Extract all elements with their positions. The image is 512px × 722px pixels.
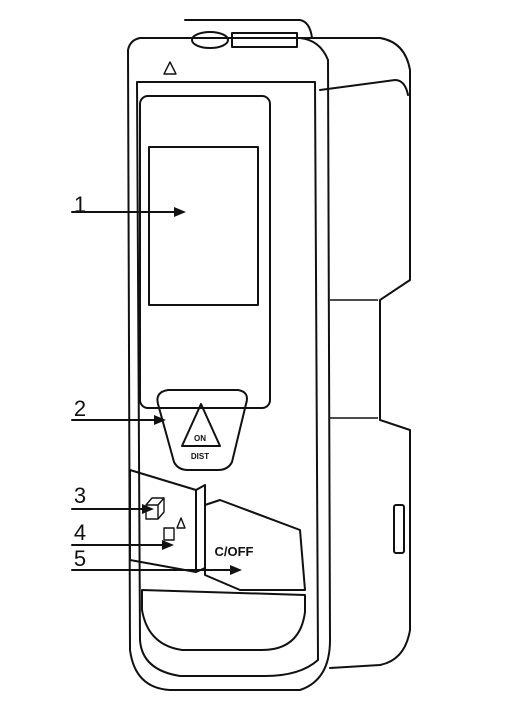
function-button-block [129, 469, 206, 573]
arrow-head [154, 415, 166, 425]
cube-icon [145, 497, 165, 520]
callout-5: 5 [71, 546, 242, 575]
callout-2: 2 [71, 396, 166, 425]
reference-icon [163, 517, 186, 541]
device-body [127, 19, 411, 691]
callout-4: 4 [71, 520, 174, 550]
callout-1: 1 [71, 192, 186, 217]
clear-off-button[interactable]: C/OFF [204, 499, 306, 591]
measure-button[interactable]: ON DIST [156, 389, 248, 471]
dist-label: DIST [191, 452, 209, 461]
display-screen [148, 146, 259, 306]
area-button[interactable] [145, 497, 165, 520]
callout-number: 5 [74, 546, 86, 571]
arrow-head [142, 504, 154, 514]
callout-number: 2 [74, 396, 86, 421]
callout-number: 1 [74, 192, 86, 217]
on-label: ON [194, 434, 206, 443]
arrow-head [230, 565, 242, 575]
reference-button[interactable] [163, 517, 186, 541]
arrow-head [174, 207, 186, 217]
arrow-head [162, 540, 174, 550]
warning-triangle-icon [181, 403, 221, 447]
callout-number: 3 [74, 483, 86, 508]
callout-3: 3 [71, 483, 154, 514]
callout-number: 4 [74, 520, 86, 545]
c-off-label: C/OFF [215, 544, 254, 559]
